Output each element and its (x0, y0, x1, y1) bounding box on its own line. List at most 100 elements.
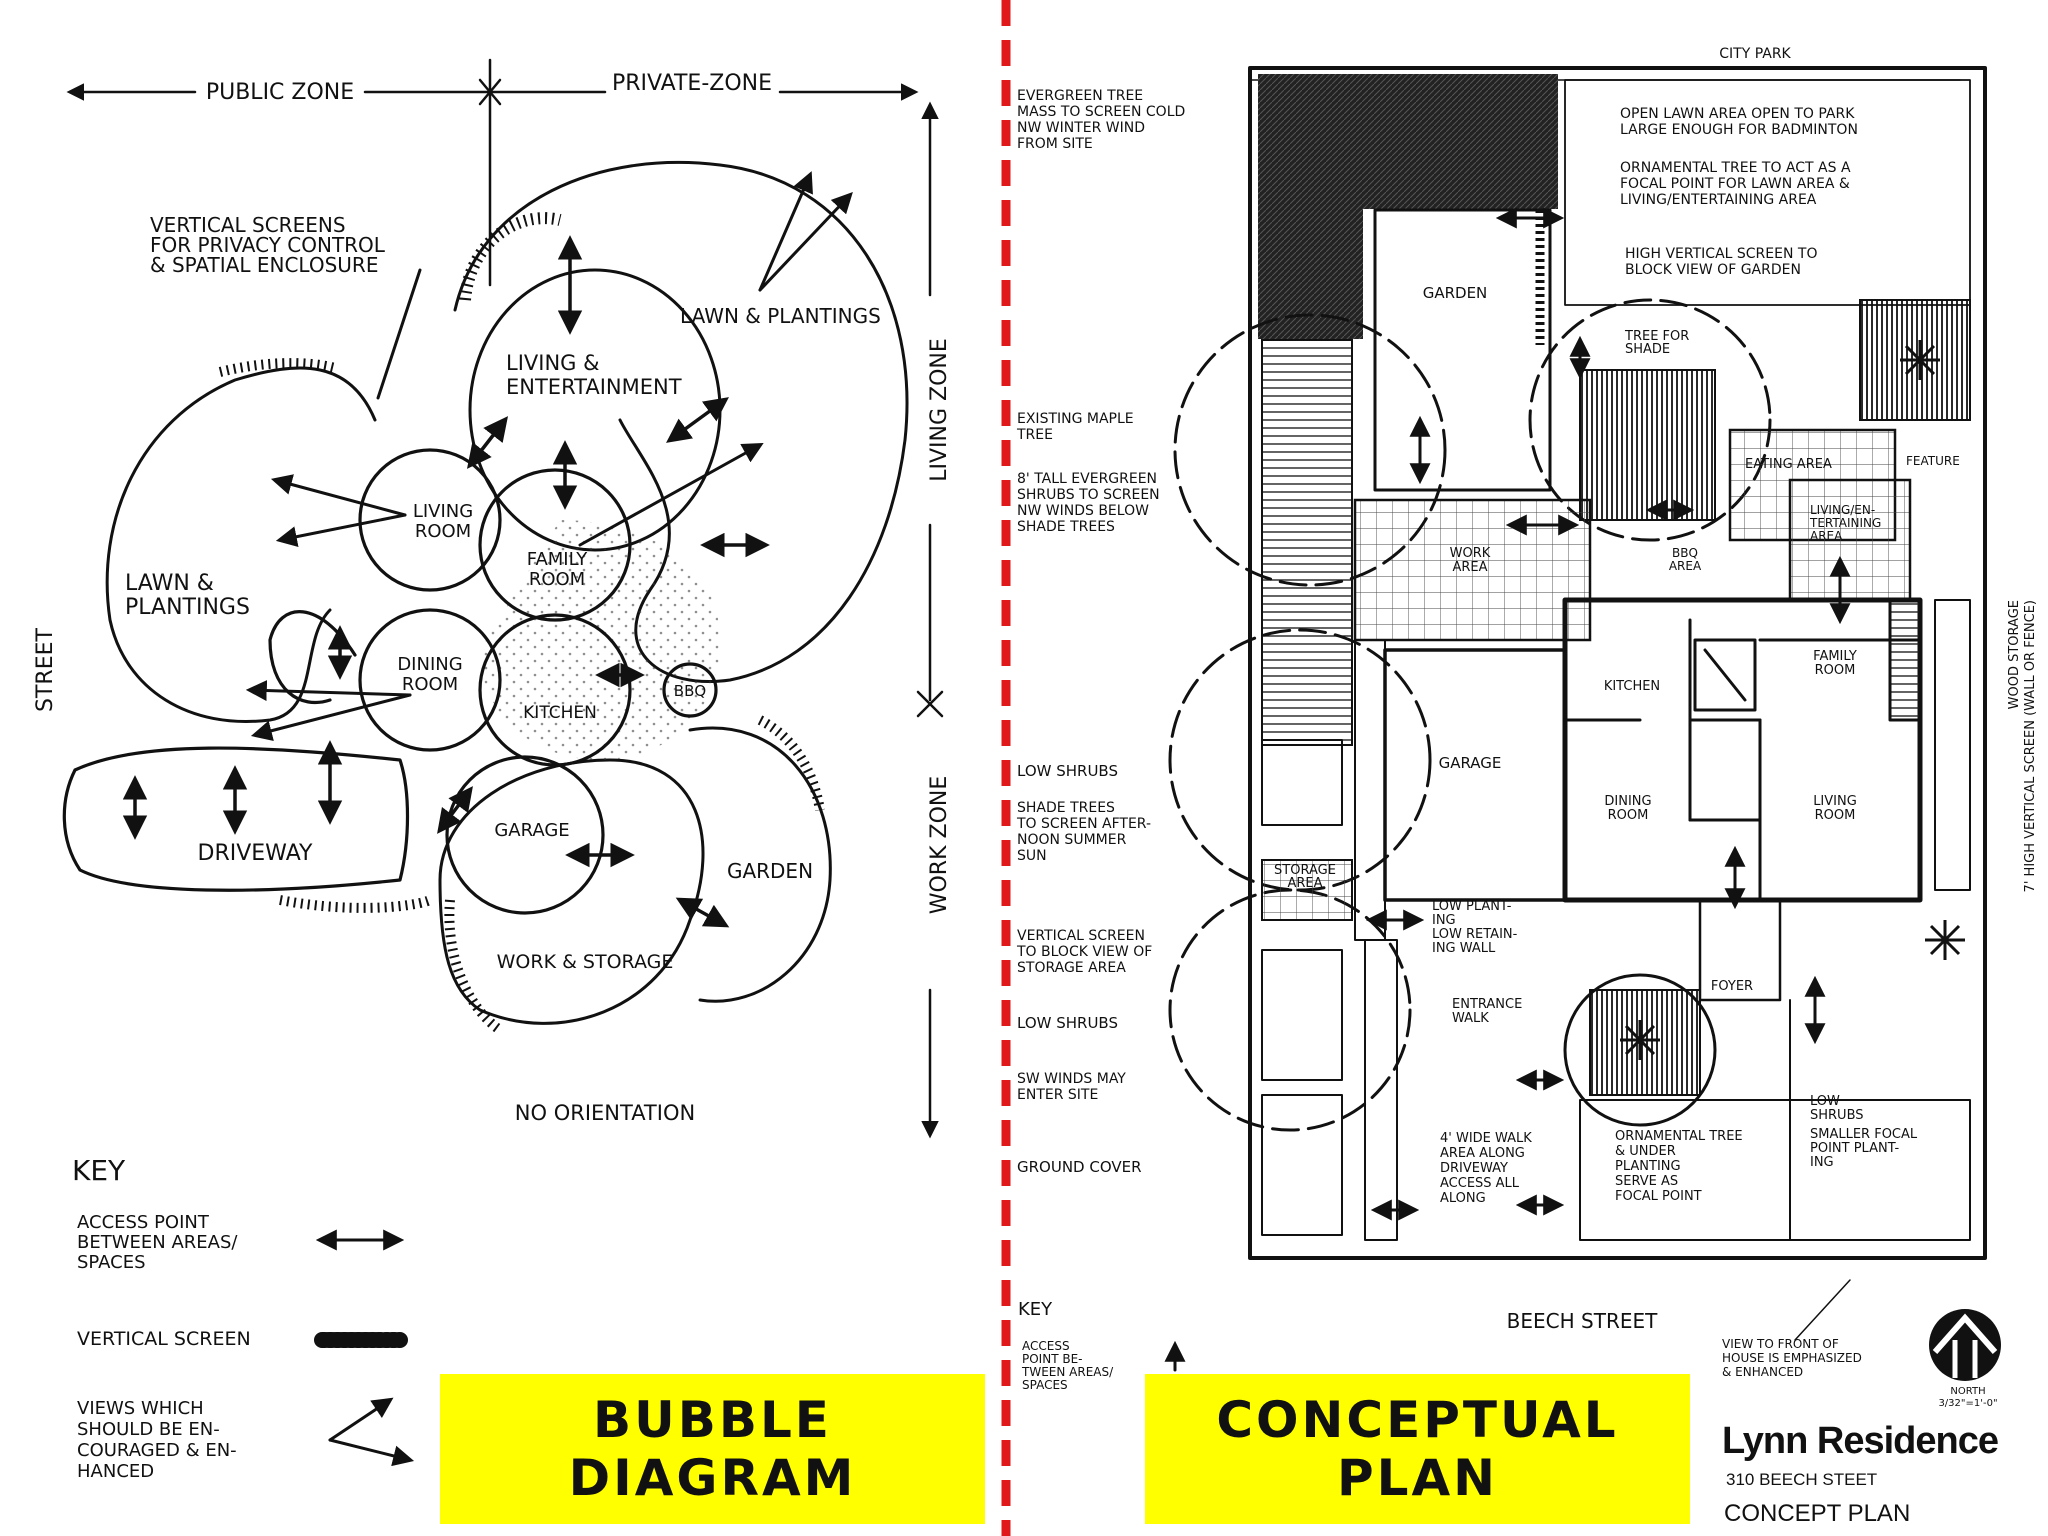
bubble-title-line-2: DIAGRAM (568, 1449, 857, 1507)
bubble-key-screen: VERTICAL SCREEN (77, 1328, 251, 1350)
kitchen-plan-label: KITCHEN (1604, 679, 1660, 694)
bubble-view-arrows (245, 171, 853, 741)
ornamental-tree-star (1900, 340, 1940, 380)
bbq-label: BBQ (674, 682, 706, 700)
city-park-label: CITY PARK (1719, 46, 1791, 62)
lawn-plantings-right-label: LAWN & PLANTINGS (680, 304, 881, 328)
note-low-shrubs-1: LOW SHRUBS (1017, 762, 1118, 780)
north-label: NORTH (1950, 1386, 1985, 1397)
plan-access-arrows (1164, 207, 1851, 1372)
shade-tree-circle (1528, 298, 1772, 542)
bubble-title-line-1: BUBBLE (593, 1391, 832, 1449)
lawn-bubble-left (105, 366, 377, 723)
garage-plan-label: GARAGE (1439, 754, 1502, 772)
bubble-screens (218, 212, 825, 1035)
beech-street-label: BEECH STREET (1507, 1309, 1658, 1333)
shrub-strip (1261, 339, 1353, 746)
work-storage-label: WORK & STORAGE (497, 951, 674, 973)
living-zone-label: LIVING ZONE (927, 338, 952, 482)
garden-bubble (688, 726, 832, 1003)
garage-label: GARAGE (494, 820, 569, 841)
bubble-diagram-title: BUBBLE DIAGRAM (440, 1374, 985, 1524)
storage-area (1261, 859, 1353, 921)
concept-plan (1164, 66, 2001, 1381)
private-zone-label: PRIVATE-ZONE (612, 71, 772, 96)
house (1562, 597, 1923, 903)
dotted-ground (480, 520, 720, 760)
garden-bed (1373, 208, 1552, 492)
bubble-key-graphics (314, 1229, 415, 1467)
driveway-label: DRIVEWAY (198, 841, 314, 866)
bubble-access-arrows (122, 235, 770, 928)
note-wood-storage: WOOD STORAGE7' HIGH VERTICAL SCREEN (WAL… (2007, 600, 2038, 892)
shade-tree-canopy (1579, 369, 1716, 521)
concept-title-line-2: PLAN (1336, 1449, 1499, 1507)
no-orientation-label: NO ORIENTATION (515, 1101, 695, 1125)
concept-key-title: KEY (1018, 1299, 1053, 1320)
feature-label: FEATURE (1906, 454, 1960, 468)
garage (1383, 648, 1567, 902)
foyer-label: FOYER (1711, 979, 1753, 994)
living-ent-paving (1788, 478, 1912, 602)
conceptual-plan-title: CONCEPTUAL PLAN (1145, 1374, 1690, 1524)
garden-area-label: GARDEN (1423, 284, 1488, 302)
work-storage-bubble (438, 758, 705, 1025)
note-ground-cover: GROUND COVER (1017, 1158, 1142, 1176)
front-ornamental-star (1620, 1020, 1660, 1060)
concept-title-line-1: CONCEPTUAL (1216, 1391, 1619, 1449)
project-name: Lynn Residence (1722, 1420, 1999, 1462)
eating-area-label: EATING AREA (1745, 457, 1832, 472)
living-ent-label: LIVING &ENTERTAINMENT (506, 351, 682, 399)
property-boundary (1248, 66, 1987, 1260)
street-label: STREET (33, 627, 58, 711)
garden-label: GARDEN (727, 859, 813, 883)
north-arrow (1929, 1309, 2001, 1381)
lawn-plantings-left-label: LAWN &PLANTINGS (125, 571, 250, 620)
work-zone-label: WORK ZONE (927, 776, 952, 915)
maple-tree-circle (1173, 313, 1447, 587)
small-focal-star (1925, 920, 1965, 960)
zone-lines (66, 58, 944, 1139)
bubble-key-title: KEY (72, 1154, 126, 1187)
kitchen-label: KITCHEN (523, 703, 597, 723)
bubble-diagram (62, 58, 944, 1467)
front-ornamental-canopy (1589, 989, 1701, 1096)
project-address: 310 BEECH STEET (1726, 1470, 1878, 1489)
north-scale: 3/32"=1'-0" (1938, 1398, 1997, 1409)
house-walls (1563, 598, 1922, 902)
